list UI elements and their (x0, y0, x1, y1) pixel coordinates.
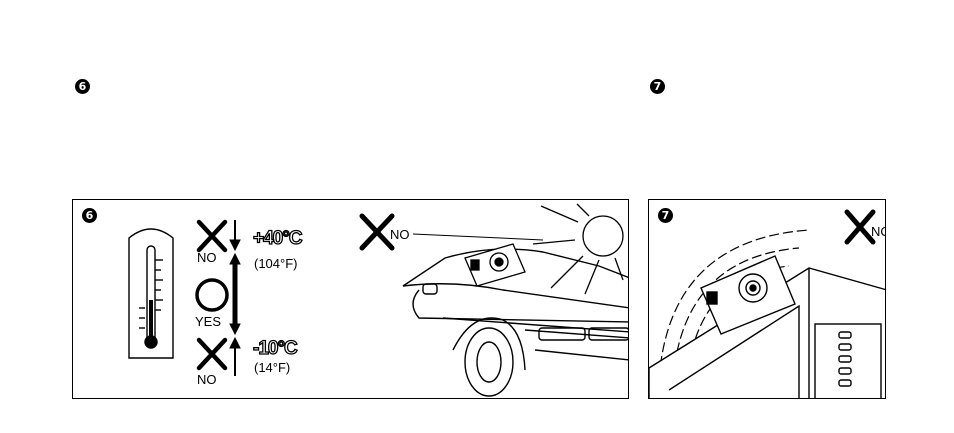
cross-icon-car (362, 216, 392, 248)
low-temp-fahrenheit: (14°F) (254, 360, 290, 375)
illustration-panel-7: 7 NO (648, 199, 886, 399)
no-label-bottom: NO (197, 372, 217, 387)
panel-7-marker: 7 (658, 208, 673, 223)
yes-label: YES (195, 314, 221, 329)
cross-icon (847, 212, 873, 242)
cross-icon-bottom (199, 340, 225, 368)
pointer-line (413, 234, 543, 240)
illustration-panel-6: 6 +40°C (104°F) -10°C (14°F) NO YES NO N… (72, 199, 629, 399)
high-temp-celsius: +40°C (253, 228, 302, 250)
camera-on-dashboard-icon (465, 244, 525, 286)
range-arrow (230, 220, 240, 376)
cross-icon-top (199, 222, 225, 250)
section-6-marker: 6 (75, 79, 90, 94)
section-7-marker: 7 (650, 79, 665, 94)
circle-ok-icon (197, 280, 227, 310)
panel-6-marker: 6 (82, 208, 97, 223)
high-temp-fahrenheit: (104°F) (254, 256, 298, 271)
no-label-car: NO (390, 227, 410, 242)
no-label-top: NO (197, 250, 217, 265)
low-temp-celsius: -10°C (253, 338, 297, 360)
temperature-car-illustration (73, 200, 629, 399)
sun-icon (533, 204, 623, 294)
thermometer-icon (129, 229, 173, 358)
camera-near-appliance-illustration (649, 200, 886, 399)
no-label: NO (871, 224, 886, 239)
